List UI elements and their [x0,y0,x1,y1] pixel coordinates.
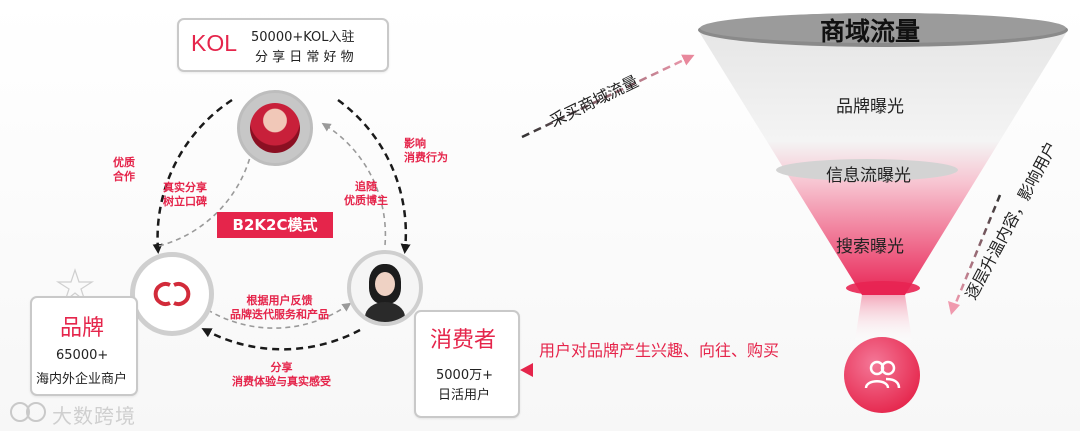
consumer-line1: 5000万+ [436,368,493,383]
brand-line2: 海内外企业商户 [36,372,128,387]
kol-title: KOL [191,30,238,56]
label-quality-coop: 优质合作 [113,156,135,183]
kol-avatar-icon [237,90,313,166]
users-icon [864,358,902,392]
funnel-level-2: 信息流曝光 [826,166,911,186]
watermark-logo-icon [8,400,50,424]
funnel-level-3: 搜索曝光 [836,237,904,257]
interest-text: 用户对品牌产生兴趣、向往、购买 [539,341,780,360]
arrow-consumer-to-brand [201,328,361,351]
users-circle [844,337,920,413]
model-badge: B2K2C模式 [217,212,333,238]
consumer-line2: 日活用户 [438,388,491,403]
consumer-card: 消费者 5000万+ 日活用户 [414,310,520,418]
arrow-kol-to-consumer [337,98,411,254]
consumer-avatar-icon [347,250,423,326]
brand-line1: 65000+ [56,348,109,363]
brand-title: 品牌 [60,316,105,341]
funnel-mid-ellipse [776,159,958,181]
kol-line1: 50000+KOL入驻 [251,30,355,45]
brand-card: 品牌 65000+ 海内外企业商户 [30,296,138,396]
watermark-text: 大数跨境 [52,404,136,428]
consumer-title: 消费者 [430,328,497,353]
funnel-top-label: 商域流量 [820,17,921,46]
star-icon [55,268,95,303]
label-real-share: 真实分享树立口碑 [163,181,207,208]
label-feedback: 根据用户反馈品牌迭代服务和产品 [230,294,329,321]
arrow-brand-to-kol [158,135,258,247]
label-share: 分享消费体验与真实感受 [232,361,331,388]
label-influence: 影响消费行为 [404,137,448,164]
funnel-beam [855,295,912,340]
funnel-bottom-ellipse [846,281,920,295]
kol-card: KOL 50000+KOL入驻 分 享 日 常 好 物 [177,18,389,72]
chanel-logo-icon [130,252,214,336]
arrow-brand-to-consumer [199,302,352,329]
funnel-level-1: 品牌曝光 [836,97,904,117]
arrow-traffic [521,54,695,139]
arrow-side [953,194,1002,306]
arrow-kol-to-brand [152,98,233,254]
label-follow: 追随优质博主 [344,180,388,207]
kol-line2: 分 享 日 常 好 物 [255,50,354,65]
